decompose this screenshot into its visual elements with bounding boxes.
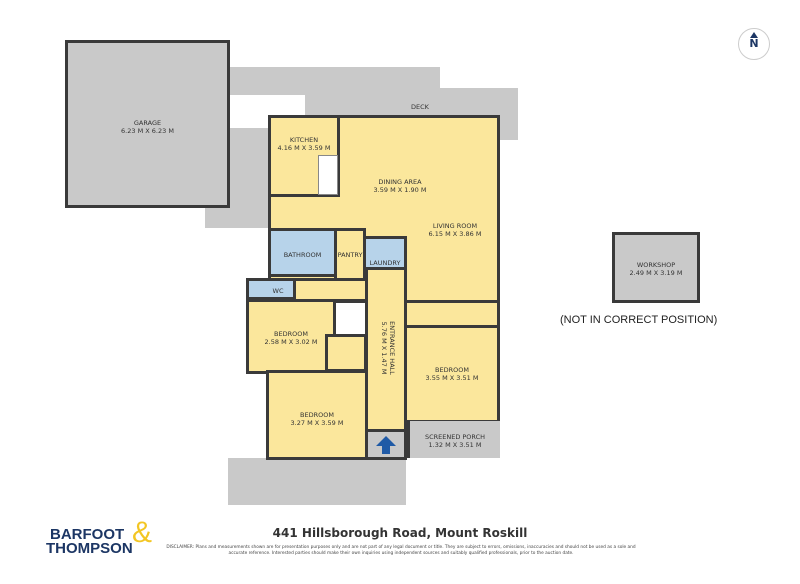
disclaimer: DISCLAIMER: Plans and measurements shown… <box>166 545 636 556</box>
closet <box>325 334 367 372</box>
wardrobe <box>404 300 500 328</box>
entry-arrow-icon <box>376 436 396 454</box>
kitchen-island <box>318 155 338 195</box>
laundry: LAUNDRY <box>363 236 407 270</box>
north-arrow-icon: N <box>738 28 770 60</box>
entry <box>365 429 407 460</box>
paving-front <box>228 458 406 505</box>
property-address: 441 Hillsborough Road, Mount Roskill <box>272 526 528 540</box>
bathroom: BATHROOM <box>268 228 337 277</box>
workshop-note: (NOT IN CORRECT POSITION) <box>560 314 718 326</box>
north-label: N <box>749 37 759 50</box>
brand-logo: BARFOOT THOMPSON & <box>46 516 153 557</box>
wc: WC <box>246 278 296 300</box>
deck-label: DECK <box>411 103 429 111</box>
